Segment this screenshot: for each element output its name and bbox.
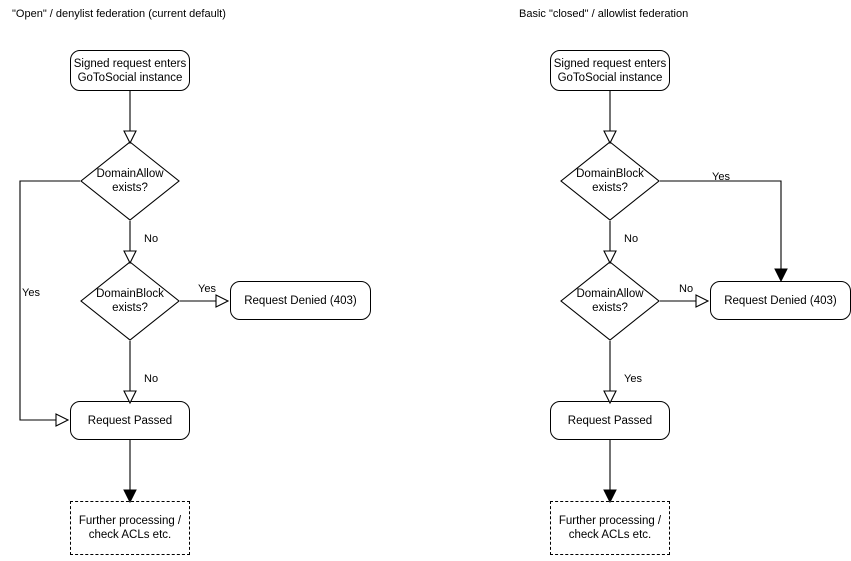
left-decision-2-line1: DomainBlock (96, 288, 164, 300)
right-decision-domainallow-label: DomainAllow exists? (560, 261, 660, 341)
left-edge-label-block-yes: Yes (197, 283, 217, 296)
right-request-denied-node[interactable]: Request Denied (403) (710, 281, 851, 320)
left-diamond-1-shape (80, 141, 180, 221)
left-decision-1-line1: DomainAllow (96, 168, 164, 180)
left-request-passed-node[interactable]: Request Passed (70, 401, 190, 440)
right-decision-1-line1: DomainBlock (576, 168, 644, 180)
right-decision-domainblock-label: DomainBlock exists? (560, 141, 660, 221)
right-edge-label-block-no: No (623, 233, 640, 246)
right-edge-label-block-yes: Yes (711, 171, 731, 184)
left-further-line2: check ACLs etc. (88, 529, 172, 541)
right-decision-domainblock[interactable]: DomainBlock exists? (560, 141, 660, 221)
right-decision-1-line2: exists? (592, 182, 628, 194)
left-edge-label-allow-no: No (143, 233, 160, 246)
right-further-line2: check ACLs etc. (568, 529, 652, 541)
left-further-line1: Further processing / (78, 515, 182, 527)
left-request-denied-node[interactable]: Request Denied (403) (230, 281, 371, 320)
right-start-line1: Signed request enters (553, 57, 667, 70)
left-decision-domainallow-label: DomainAllow exists? (80, 141, 180, 221)
left-request-passed-label: Request Passed (87, 414, 173, 427)
right-further-line1: Further processing / (558, 515, 662, 527)
left-start-line1: Signed request enters (73, 57, 187, 70)
left-diagram-title: "Open" / denylist federation (current de… (12, 8, 226, 20)
left-diamond-2-shape (80, 261, 180, 341)
left-start-node[interactable]: Signed request enters GoToSocial instanc… (70, 50, 190, 91)
right-arrowhead-d2-no (695, 294, 710, 308)
right-request-passed-label: Request Passed (567, 414, 653, 427)
left-arrowhead-d2-yes (215, 294, 230, 308)
right-decision-2-line2: exists? (592, 302, 628, 314)
right-diagram-title: Basic "closed" / allowlist federation (519, 8, 689, 20)
left-decision-1-line2: exists? (112, 182, 148, 194)
left-request-denied-label: Request Denied (403) (244, 294, 357, 307)
right-edge-label-allow-yes: Yes (623, 373, 643, 386)
right-start-line2: GoToSocial instance (557, 71, 663, 84)
right-diamond-2-shape (560, 261, 660, 341)
right-further-processing-node[interactable]: Further processing / check ACLs etc. (550, 501, 670, 555)
left-decision-domainblock-label: DomainBlock exists? (80, 261, 180, 341)
left-edge-label-allow-yes: Yes (21, 287, 41, 300)
right-request-passed-node[interactable]: Request Passed (550, 401, 670, 440)
right-request-denied-label: Request Denied (403) (724, 294, 837, 307)
left-edge-label-block-no: No (143, 373, 160, 386)
left-further-processing-node[interactable]: Further processing / check ACLs etc. (70, 501, 190, 555)
left-decision-domainblock[interactable]: DomainBlock exists? (80, 261, 180, 341)
left-decision-2-line2: exists? (112, 302, 148, 314)
right-edge-d1-yes (660, 180, 782, 272)
left-decision-domainallow[interactable]: DomainAllow exists? (80, 141, 180, 221)
right-start-node[interactable]: Signed request enters GoToSocial instanc… (550, 50, 670, 91)
right-decision-2-line1: DomainAllow (576, 288, 644, 300)
left-start-line2: GoToSocial instance (77, 71, 183, 84)
right-arrowhead-d1-yes (774, 268, 788, 283)
right-edge-label-allow-no: No (678, 283, 695, 296)
right-decision-domainallow[interactable]: DomainAllow exists? (560, 261, 660, 341)
left-arrowhead-d1-yes (55, 413, 70, 427)
left-edge-d1-yes (19, 180, 80, 421)
right-diamond-1-shape (560, 141, 660, 221)
